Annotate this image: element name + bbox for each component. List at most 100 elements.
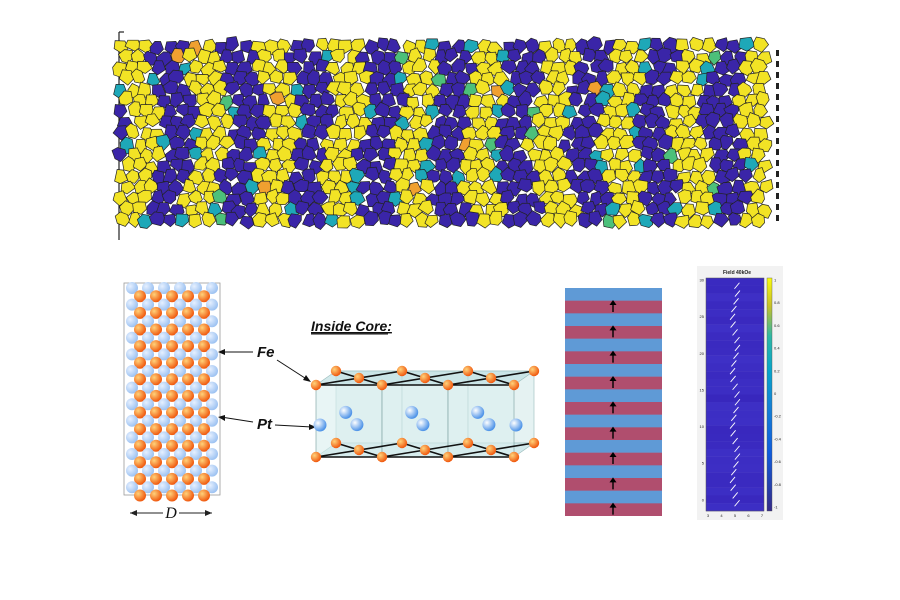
grain-cell [188, 213, 202, 229]
grain-cell [269, 69, 284, 84]
pt-atom [190, 348, 202, 361]
fe-atom [353, 372, 365, 384]
heatmap-row [706, 417, 764, 426]
pt-atom [174, 365, 186, 377]
right-tick-mark [776, 105, 779, 111]
grain-cell [377, 59, 392, 76]
fept-lattice-panel: D [123, 282, 221, 522]
grain-cell [597, 58, 614, 73]
pt-atom [126, 365, 138, 377]
spin-arrow [732, 383, 738, 391]
pt-atom [509, 418, 523, 432]
lattice-atoms [126, 282, 218, 502]
spin-arrow [731, 360, 737, 367]
colorbar-tick-label: 0.4 [774, 346, 780, 351]
fe-atom [134, 389, 146, 402]
pt-atom [174, 348, 186, 361]
diameter-arrow-head-right [205, 510, 212, 516]
colorbar-tick-label: 1 [774, 278, 777, 283]
right-tick-mark [776, 61, 779, 67]
grain-cell [690, 83, 704, 97]
spin-arrow [734, 499, 740, 507]
fe-atom [150, 439, 162, 452]
cell-front-face [315, 384, 383, 458]
fe-atom [150, 290, 162, 303]
heatmap-row [706, 355, 764, 364]
right-tick-mark [776, 127, 779, 133]
pt-atom [174, 315, 186, 328]
grain-cell [231, 49, 246, 65]
fe-atom [353, 444, 365, 456]
grain-cell [254, 156, 271, 172]
grain-cell [424, 214, 439, 228]
pt-atom [206, 398, 218, 411]
grain-cell [758, 138, 773, 153]
right-tick-mark [776, 160, 779, 166]
pt-atom [142, 365, 154, 377]
spin-arrow [729, 313, 736, 321]
grain-cells [111, 36, 775, 231]
pt-atom [158, 448, 170, 460]
grain-cell [118, 69, 135, 86]
heatmap-row [706, 293, 764, 302]
grain-cell [111, 147, 127, 163]
pt-atom [142, 315, 154, 328]
pt-atom [174, 414, 186, 427]
grain-cell [582, 47, 598, 63]
heatmap-title: Field 40kOe [723, 270, 751, 276]
grain-cell [444, 47, 459, 63]
grain-cell [194, 136, 210, 151]
spin-arrow [730, 321, 736, 328]
fe-atom [182, 439, 194, 452]
right-tick-mark [776, 149, 779, 155]
grain-cell [681, 203, 696, 219]
fe-atom [462, 365, 474, 377]
grain-cell [148, 211, 166, 227]
grain-cell [144, 113, 161, 128]
grain-cell [618, 134, 636, 149]
fe-atom [166, 389, 178, 402]
grain-cell [611, 81, 628, 98]
grain-cell [571, 157, 586, 173]
colorbar-gradient [766, 277, 773, 512]
y-tick-label: 30 [700, 278, 705, 283]
colorbar-tick-label: 0 [774, 391, 777, 396]
fe-atom [134, 423, 146, 436]
grain-cell [170, 48, 186, 64]
fe-atom [182, 356, 194, 369]
colorbar-tick-label: -1 [774, 505, 778, 510]
right-tick-mark [776, 50, 779, 56]
spin-arrow [730, 484, 736, 491]
pt-atom [142, 481, 154, 494]
moment-arrow-head [609, 325, 617, 331]
grain-cell [386, 37, 401, 54]
grain-cell [692, 156, 708, 174]
fe-atom [419, 372, 431, 384]
grain-cell [388, 105, 404, 121]
grain-cell [476, 213, 494, 229]
pt-atom [190, 464, 202, 477]
grain-cell [112, 190, 128, 207]
fe-atom [376, 379, 388, 391]
pt-atom [126, 414, 138, 427]
fe-atom [198, 439, 210, 452]
colorbar-tick-label: 0.6 [774, 323, 780, 328]
grain-cell [752, 167, 767, 183]
blue-domain-stripe [565, 313, 662, 327]
grain-cell [714, 37, 730, 53]
grain-cell [137, 189, 152, 204]
fe-atom [150, 356, 162, 369]
grain-cell [499, 79, 515, 97]
grain-cell [610, 192, 628, 206]
grain-cell [753, 103, 769, 118]
fe-atom [310, 379, 322, 391]
grain-cell [450, 192, 466, 206]
grain-cell [252, 212, 269, 228]
grain-cell [759, 179, 774, 194]
grain-cell [637, 37, 653, 52]
grain-cell [475, 192, 491, 208]
fe-atom [198, 389, 210, 402]
colorbar-tick-label: -0.8 [774, 482, 782, 487]
pt-atom [350, 418, 364, 432]
